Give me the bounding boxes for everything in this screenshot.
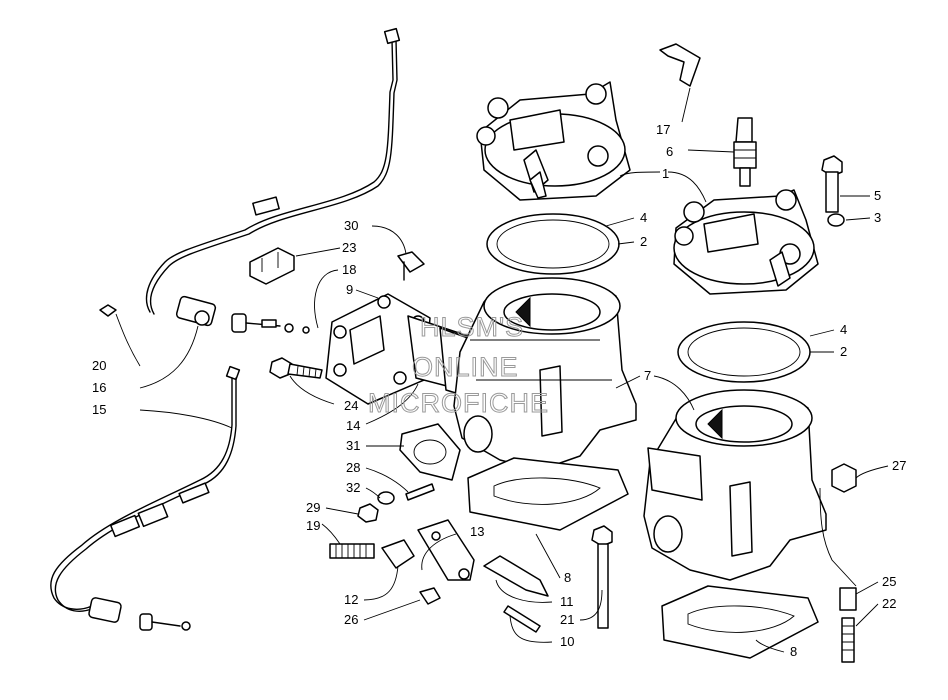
- nut-spacer-stud: [831, 463, 857, 663]
- head-gasket-left: [486, 213, 620, 275]
- cylinder-head-right: [673, 189, 819, 295]
- bracket-pin: [397, 251, 425, 281]
- label-9: 9: [346, 282, 353, 297]
- label-10: 10: [560, 634, 574, 649]
- label-30: 30: [344, 218, 358, 233]
- spark-plug-clip: [659, 43, 701, 87]
- label-2: 2: [640, 234, 647, 249]
- throttle-cable-lower: [50, 365, 241, 631]
- label-20: 20: [92, 358, 106, 373]
- label-21: 21: [560, 612, 574, 627]
- leader-lines: [115, 87, 889, 653]
- label-26: 26: [344, 612, 358, 627]
- cylinder-head-left: [476, 81, 631, 201]
- label-15: 15: [92, 402, 106, 417]
- label-11: 11: [560, 594, 574, 609]
- label-27: 27: [892, 458, 906, 473]
- watermark-line-1: HLSM'S: [420, 312, 524, 342]
- label-19: 19: [306, 518, 320, 533]
- label-31: 31: [346, 438, 360, 453]
- exhaust-valve-linkage: [329, 519, 549, 633]
- label-4b: 4: [840, 322, 847, 337]
- watermark: HLSM'S ONLINE MICROFICHE: [368, 312, 549, 419]
- label-28: 28: [346, 460, 360, 475]
- head-gasket-right: [677, 321, 811, 383]
- label-24: 24: [344, 398, 358, 413]
- label-23: 23: [342, 240, 356, 255]
- flange-bolt: [269, 357, 323, 379]
- label-22: 22: [882, 596, 896, 611]
- throttle-cable-upper: [99, 27, 401, 334]
- label-1: 1: [662, 166, 669, 181]
- base-gasket-right: [661, 585, 819, 659]
- label-8: 8: [564, 570, 571, 585]
- label-17: 17: [656, 122, 670, 137]
- label-29: 29: [306, 500, 320, 515]
- flange-gasket: [399, 423, 461, 481]
- head-bolt: [821, 155, 845, 227]
- watermark-line-3: MICROFICHE: [368, 388, 549, 418]
- label-12: 12: [344, 592, 358, 607]
- label-7: 7: [644, 368, 651, 383]
- label-16: 16: [92, 380, 106, 395]
- cable-clip: [249, 247, 295, 285]
- label-18: 18: [342, 262, 356, 277]
- label-14: 14: [346, 418, 360, 433]
- label-13: 13: [470, 524, 484, 539]
- long-stud-bolt: [591, 525, 613, 629]
- label-4: 4: [640, 210, 647, 225]
- stud-washer-nut: [357, 483, 435, 523]
- cylinder-left: [453, 277, 637, 471]
- cylinder-right: [643, 389, 827, 581]
- label-32: 32: [346, 480, 360, 495]
- part-labels: 17 6 1 5 3 4 2 30 23 18 9 4 2 7 20 16 15…: [92, 122, 906, 659]
- label-25: 25: [882, 574, 896, 589]
- spark-plug: [733, 117, 757, 187]
- label-2b: 2: [840, 344, 847, 359]
- label-8b: 8: [790, 644, 797, 659]
- label-6: 6: [666, 144, 673, 159]
- base-gasket-left: [467, 457, 629, 531]
- label-3: 3: [874, 210, 881, 225]
- label-5: 5: [874, 188, 881, 203]
- watermark-line-2: ONLINE: [412, 352, 519, 382]
